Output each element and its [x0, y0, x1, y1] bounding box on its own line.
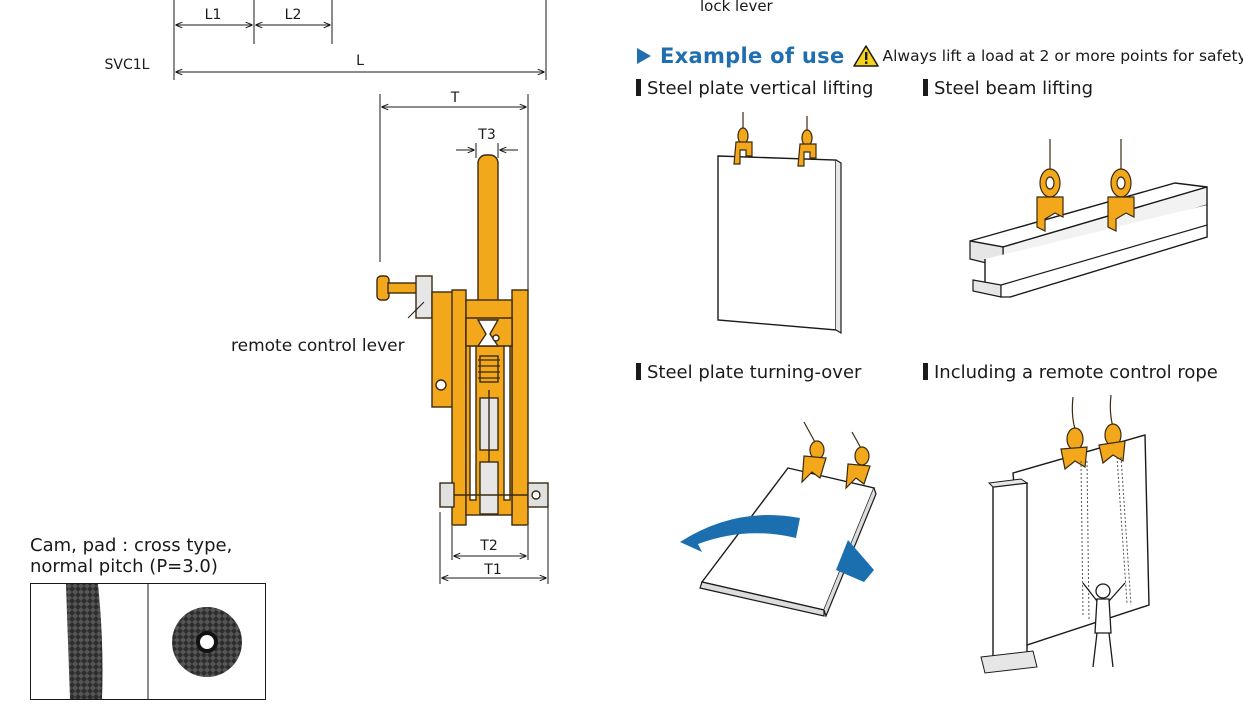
dim-t1: T1	[483, 562, 501, 578]
clamp-body	[376, 154, 549, 526]
dim-t3: T3	[477, 127, 495, 143]
example-title: Example of use	[660, 44, 845, 68]
example-label-beam: Steel beam lifting	[923, 78, 1093, 99]
illustration-beam-lifting	[969, 139, 1208, 298]
dim-l1: L1	[205, 7, 222, 23]
example-label-vertical: Steel plate vertical lifting	[636, 78, 873, 99]
example-header: Example of use Always lift a load at 2 o…	[636, 44, 1243, 68]
illustration-turning-over	[680, 421, 877, 618]
cam-pad-line2: normal pitch (P=3.0)	[30, 556, 218, 577]
example-label-turning: Steel plate turning-over	[636, 362, 861, 383]
warning-icon	[852, 45, 879, 67]
length-dimensions	[173, 0, 547, 80]
lock-lever-label: lock lever	[700, 0, 773, 15]
cam-pad-photos	[30, 583, 266, 700]
dim-t: T	[450, 90, 460, 106]
thickness-dimensions	[379, 94, 549, 584]
remote-control-lever-label: remote control lever	[231, 336, 405, 356]
dim-l: L	[356, 53, 364, 69]
dim-l2: L2	[285, 7, 302, 23]
illustration-vertical-lifting	[717, 112, 842, 335]
cam-pad-description: Cam, pad : cross type, normal pitch (P=3…	[30, 535, 232, 577]
cam-pad-line1: Cam, pad : cross type,	[30, 535, 233, 556]
model-name: SVC1L	[105, 57, 150, 73]
triangle-bullet-icon	[637, 48, 651, 64]
example-label-remote-rope: Including a remote control rope	[923, 362, 1218, 383]
cam-photo	[66, 584, 103, 699]
safety-warning: Always lift a load at 2 or more points f…	[882, 47, 1243, 65]
dim-t2: T2	[479, 538, 497, 554]
illustration-remote-rope	[980, 395, 1150, 674]
